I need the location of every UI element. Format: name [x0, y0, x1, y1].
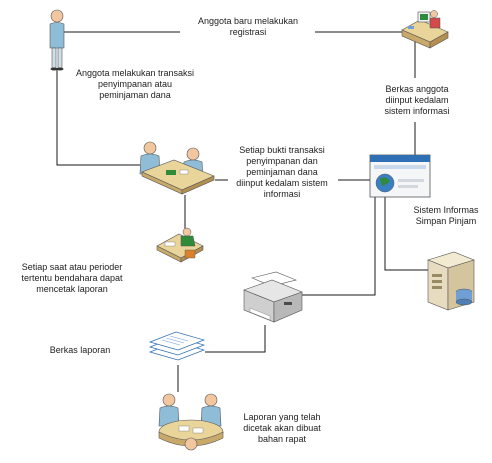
label-member-file-input: Berkas anggota diinput kedalam sistem in…	[384, 84, 450, 116]
label-registration: Anggota baru melakukan registrasi	[197, 16, 299, 37]
connector-system-to-server	[384, 195, 428, 271]
database-server-icon	[427, 251, 475, 311]
connector-system-to-printer	[300, 195, 376, 296]
connector-member-to-transaction	[56, 68, 140, 166]
connector-lines	[56, 31, 428, 392]
label-treasurer-print: Setiap saat atau perioder tertentu benda…	[21, 262, 123, 294]
label-transaction-proof: Setiap bukti transaksi penyimpanan dan p…	[236, 145, 328, 199]
label-meeting: Laporan yang telah dicetak akan dibuat b…	[243, 412, 321, 444]
desk-worker-icon	[401, 10, 449, 49]
application-window-icon	[369, 154, 431, 198]
treasurer-desk-icon	[156, 227, 204, 263]
document-stack-icon	[148, 331, 206, 361]
connector-printer-to-report	[205, 325, 266, 353]
meeting-table-icon	[158, 393, 224, 451]
person-icon	[49, 9, 65, 71]
label-info-system: Sistem Informas Simpan Pinjam	[413, 205, 479, 226]
printer-icon	[243, 271, 303, 323]
label-member-transaction: Anggota melakukan transaksi penyimpanan …	[75, 68, 195, 100]
meeting-desk-icon	[139, 141, 215, 195]
label-report-file: Berkas laporan	[49, 345, 111, 355]
